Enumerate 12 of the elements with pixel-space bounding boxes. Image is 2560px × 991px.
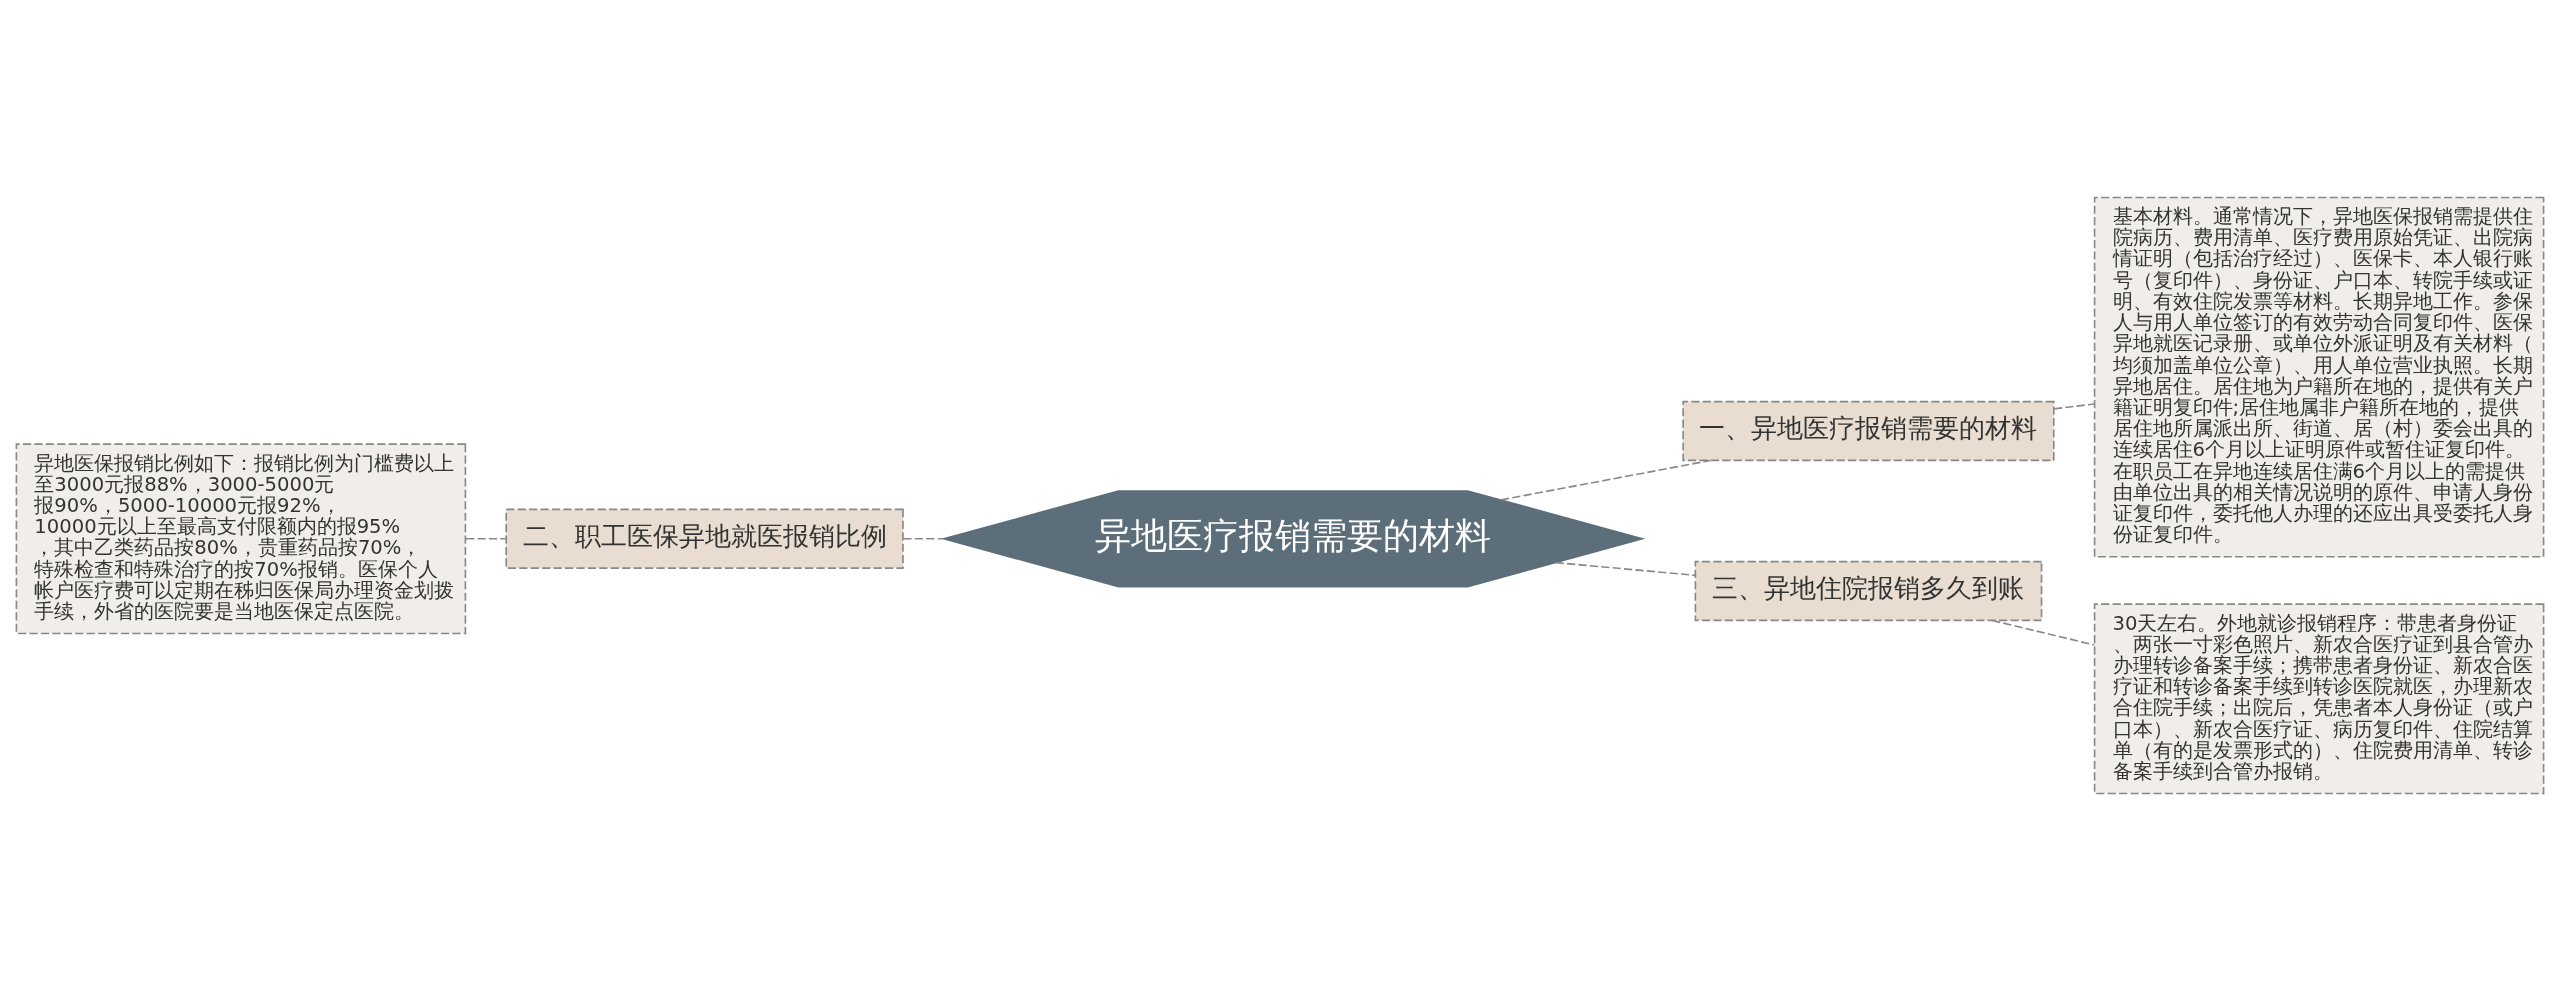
node-box: 基本材料。通常情况下，异地医保报销需提供住院病历、费用清单、医疗费用原始凭证、出院病情证明（包括治疗经过）、医保卡、本人银行账号（复印件）、身份证、户口本、转院手续或证明、有效住院发票等材料。长期异地工作。参保人与用人单位签订的有效劳动合同复印件、医保异地就医记录册、或单位外派证明及有关材料（均须加盖单位公章）、用人单位营业执照。长期异地居住。居住地为户籍所在地的，提供有关户籍证明复印件;居住地属非户籍所在地的，提供居住地所属派出所、街道、居（村）委会出具的连续居住6个月以上证明原件或暂住证复印件。在职员工在异地连续居住满6个月以上的需提供由单位出具的相关情况说明的原件、申请人身份证复印件，委托他人办理的还应出具受委托人身份证复印件。 [2093, 196, 2545, 558]
node-box: 异地医保报销比例如下：报销比例为门槛费以上至3000元报88%，3000-5000元报90%，5000-10000元报92%，10000元以上至最高支付限额内的报95%，其中乙类药品按80%，贵重药品按70%，特殊检查和特殊治疗的按70%报销。医保个人帐户医疗费可以定期在秭归医保局办理资金划拨手续，外省的医院要是当地医保定点医院。 [15, 443, 467, 635]
connector [465, 537, 507, 540]
node-box: 一、异地医疗报销需要的材料 [1682, 400, 2055, 462]
node-box: 二、职工医保异地就医报销比例 [505, 508, 904, 569]
connector [1500, 459, 1712, 501]
node-box: 三、异地住院报销多久到账 [1694, 560, 2043, 622]
connector [1554, 561, 1696, 577]
connector [2053, 403, 2095, 410]
connector [1991, 619, 2096, 646]
node-box: 30天左右。外地就诊报销程序：带患者身份证、两张一寸彩色照片、新农合医疗证到县合管办办理转诊备案手续；携带患者身份证、新农合医疗证和转诊备案手续到转诊医院就医，办理新农合住院手续；出院后，凭患者本人身份证（或户口本）、新农合医疗证、病历复印件、住院结算单（有的是发票形式的）、住院费用清单、转诊备案手续到合管办报销。 [2093, 603, 2545, 795]
connector [902, 537, 945, 540]
